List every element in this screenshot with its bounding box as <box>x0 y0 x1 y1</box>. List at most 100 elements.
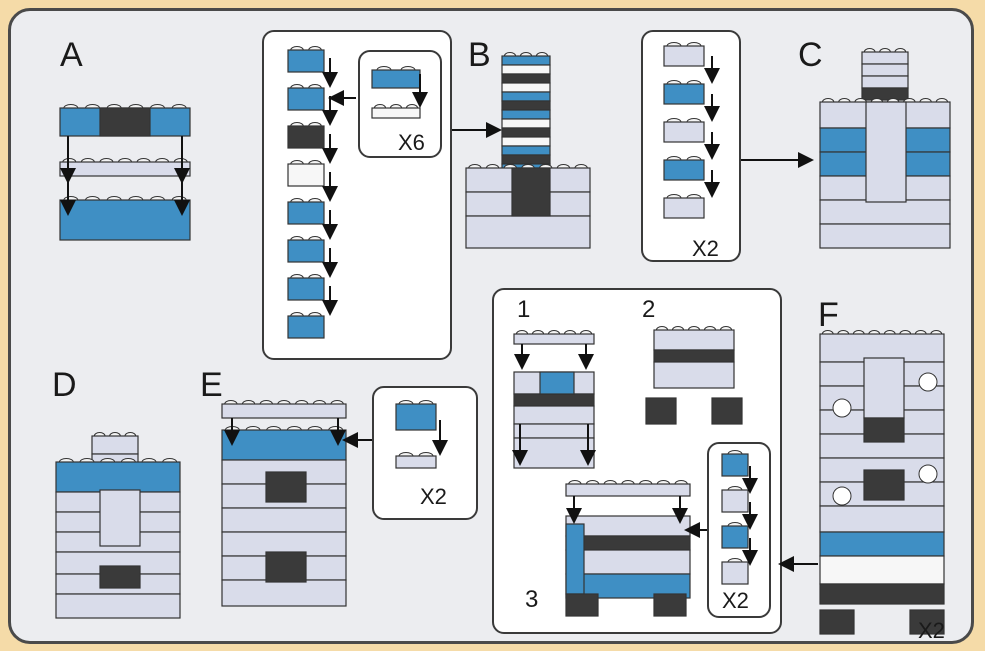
brick <box>501 82 551 93</box>
brick <box>819 223 951 249</box>
brick <box>511 167 551 217</box>
multiplier-f-box: X2 <box>722 588 749 613</box>
brick <box>513 393 595 407</box>
step-label-e: E <box>200 366 223 404</box>
brick <box>653 361 735 389</box>
brick <box>501 136 551 147</box>
brick <box>565 593 599 617</box>
brick <box>501 55 551 66</box>
brick <box>287 49 325 73</box>
brick <box>653 593 687 617</box>
brick-round-tile <box>918 464 938 484</box>
step-label-b: B <box>468 36 491 74</box>
brick <box>819 199 951 225</box>
brick <box>819 505 945 533</box>
brick <box>501 118 551 129</box>
brick <box>565 523 585 595</box>
brick <box>513 423 595 439</box>
brick <box>287 87 325 111</box>
brick <box>55 461 181 493</box>
brick <box>55 593 181 619</box>
brick <box>663 45 705 67</box>
brick <box>501 100 551 111</box>
brick <box>371 69 421 89</box>
brick <box>287 163 325 187</box>
brick-round-tile <box>918 372 938 392</box>
brick <box>819 609 855 635</box>
brick <box>99 107 151 137</box>
brick <box>863 357 905 419</box>
step-b-inset-box <box>358 50 442 158</box>
brick <box>513 437 595 469</box>
brick <box>221 579 347 607</box>
multiplier-e-box: X2 <box>420 484 447 509</box>
brick <box>663 83 705 105</box>
step-label-f: F <box>818 296 839 334</box>
brick <box>819 583 945 605</box>
brick <box>221 403 347 419</box>
brick <box>265 551 307 583</box>
brick <box>819 531 945 557</box>
brick <box>99 565 141 589</box>
brick <box>711 397 743 425</box>
brick <box>645 397 677 425</box>
brick <box>395 455 437 469</box>
brick <box>59 199 191 241</box>
multiplier-f-model: X2 <box>918 618 945 643</box>
brick <box>653 329 735 351</box>
brick-round-tile <box>832 486 852 506</box>
brick <box>663 197 705 219</box>
brick <box>221 429 347 461</box>
brick <box>663 159 705 181</box>
substep-label-2: 2 <box>642 296 656 323</box>
brick <box>539 371 575 395</box>
brick <box>865 101 907 203</box>
brick <box>721 453 749 477</box>
brick <box>501 145 551 156</box>
brick <box>721 561 749 585</box>
brick <box>861 75 909 89</box>
brick <box>59 161 191 177</box>
brick <box>465 215 591 249</box>
brick <box>371 107 421 119</box>
step-c-parts-box <box>641 30 741 262</box>
step-label-d: D <box>52 366 77 404</box>
brick <box>653 349 735 363</box>
brick <box>265 471 307 503</box>
substep-label-1: 1 <box>517 296 531 323</box>
multiplier-b-inset: X6 <box>398 130 425 155</box>
brick <box>909 609 945 635</box>
brick <box>861 87 909 101</box>
brick <box>863 417 905 443</box>
step-label-c: C <box>798 36 823 74</box>
brick <box>721 489 749 513</box>
brick <box>287 239 325 263</box>
brick <box>287 125 325 149</box>
brick <box>513 333 595 345</box>
brick <box>221 507 347 533</box>
brick <box>513 405 595 425</box>
brick <box>721 525 749 549</box>
brick <box>663 121 705 143</box>
brick <box>99 489 141 547</box>
brick <box>819 555 945 585</box>
brick <box>501 91 551 102</box>
brick-round-tile <box>832 398 852 418</box>
brick <box>819 333 945 363</box>
brick <box>395 403 437 431</box>
brick <box>565 483 691 497</box>
brick <box>501 109 551 120</box>
brick <box>501 73 551 84</box>
substep-label-3: 3 <box>525 586 539 613</box>
step-label-a: A <box>60 36 83 74</box>
brick <box>501 154 551 165</box>
brick <box>501 127 551 138</box>
brick <box>91 435 139 455</box>
brick <box>287 315 325 339</box>
brick <box>861 51 909 65</box>
brick <box>287 277 325 301</box>
brick <box>863 469 905 501</box>
multiplier-c-box: X2 <box>692 236 719 261</box>
